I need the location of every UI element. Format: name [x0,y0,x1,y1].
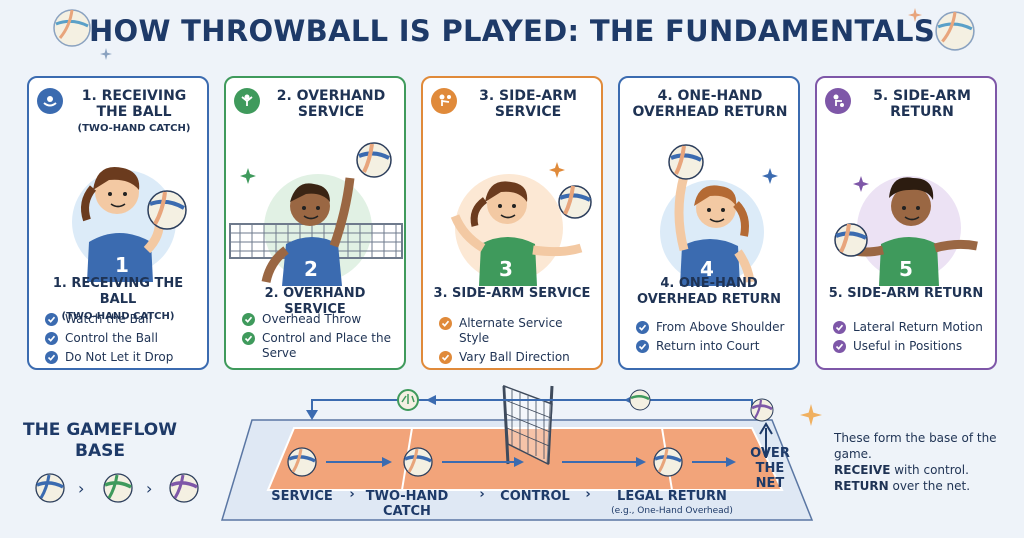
volleyball-icon [169,473,199,503]
arrow-head [726,457,736,467]
list-item: Lateral Return Motion [833,320,989,335]
check-icon [833,321,846,334]
list-item: Useful in Positions [833,339,989,354]
check-icon [439,351,452,364]
arrow-glyph: › [585,487,591,502]
hands-icon [37,88,63,114]
page-title: HOW THROWBALL IS PLAYED: THE FUNDAMENTAL… [88,14,936,48]
card-top-title: 3. SIDE-ARM SERVICE [479,88,577,120]
list-item: From Above Shoulder [636,320,792,335]
court-diagram [220,384,814,521]
arrow-head [306,410,318,420]
check-icon [636,321,649,334]
sparkle-icon [800,404,822,426]
card-top-title: 4. ONE-HAND OVERHEAD RETURN [632,88,788,120]
player-serving-illustration: 2 [229,142,403,286]
volleyball-icon [397,389,419,411]
gameflow-title: THE GAMEFLOW BASE [22,420,178,461]
volleyball-icon [35,473,65,503]
card-bottom-title: 5. SIDE-ARM RETURN [828,286,984,301]
card-bottom-title: 4. ONE-HAND OVERHEAD RETURN [637,276,781,307]
check-icon [833,340,846,353]
card-one-hand-return: 4. ONE-HAND OVERHEAD RETURN 4 4. ONE-HAN… [618,76,800,370]
check-icon [45,351,58,364]
volleyball-icon [653,447,683,477]
check-icon [242,313,255,326]
card-side-arm-service: 3. SIDE-ARM SERVICE 3 3. SIDE-ARM SERVIC… [421,76,603,370]
svg-text:5: 5 [899,257,913,281]
gameflow-ball-sequence: › › [35,473,199,503]
card-checklist: Watch the Ball Control the Ball Do Not L… [45,312,201,368]
volleyball-icon [935,11,975,51]
card-checklist: Lateral Return Motion Useful in Position… [833,320,989,358]
thrower-icon [234,88,260,114]
list-item: Do Not Let it Drop [45,350,201,365]
check-icon [439,317,452,330]
arrow-glyph: › [479,487,485,502]
card-checklist: Overhead Throw Control and Place the Ser… [242,312,398,365]
player-catching-illustration: 1 [72,166,187,282]
step-legal-return: LEGAL RETURN (e.g., One-Hand Overhead) [611,489,733,516]
side-note: These form the base of the game. RECEIVE… [834,431,997,493]
arrow-head [426,395,436,405]
player-overhead-return-illustration: 4 [660,144,778,286]
check-icon [242,332,255,345]
arrow-head [514,457,524,467]
volleyball-icon [53,9,91,47]
svg-text:2: 2 [304,257,318,281]
player-side-arm-return-illustration: 5 [834,176,978,286]
step-control: CONTROL [500,489,570,504]
arrow-glyph: › [349,487,355,502]
volleyball-icon [103,473,133,503]
list-item: Control the Ball [45,331,201,346]
arrow-head [759,422,773,435]
card-overhand-service: 2. OVERHAND SERVICE 2 2. OVERHAND SERVIC… [224,76,406,370]
list-item: Alternate Service Style [439,316,595,346]
card-bottom-title: 1. RECEIVING THE BALL (TWO-HAND CATCH) [52,276,184,322]
card-bottom-title: 2. OVERHAND SERVICE [264,286,366,317]
svg-text:3: 3 [499,257,513,281]
list-item: Return into Court [636,339,792,354]
sparkle-icon [100,48,112,60]
volleyball-icon [287,447,317,477]
thrower-icon [431,88,457,114]
check-icon [636,340,649,353]
list-item: Control and Place the Serve [242,331,398,361]
arrow-glyph: › [78,479,84,498]
card-top-title: 5. SIDE-ARM RETURN [873,88,971,120]
step-two-hand-catch: TWO-HAND CATCH [365,489,449,519]
volleyball-icon [629,389,651,411]
volleyball-icon [403,447,433,477]
list-item: Watch the Ball [45,312,201,327]
card-top-title: 2. OVERHAND SERVICE [276,88,386,120]
card-top-title: 1. RECEIVING THE BALL (TWO-HAND CATCH) [77,88,191,134]
thrower-icon [825,88,851,114]
check-icon [45,313,58,326]
step-service: SERVICE [271,489,333,504]
list-item: Overhead Throw [242,312,398,327]
list-item: Vary Ball Direction [439,350,595,365]
arrow-head [636,457,646,467]
volleyball-icon [750,398,774,422]
jersey-number: 1 [115,253,129,277]
svg-text:4: 4 [700,257,714,281]
check-icon [45,332,58,345]
sparkle-icon [908,8,922,22]
card-side-arm-return: 5. SIDE-ARM RETURN 5 5. SIDE-ARM RETURN … [815,76,997,370]
arrow-glyph: › [146,479,152,498]
card-checklist: Alternate Service Style Vary Ball Direct… [439,316,595,368]
card-receiving: 1. RECEIVING THE BALL (TWO-HAND CATCH) 1… [27,76,209,370]
card-checklist: From Above Shoulder Return into Court [636,320,792,358]
arrow-head [382,457,392,467]
step-over-the-net: OVER THE NET [750,446,790,491]
player-side-arm-illustration: 3 [450,162,592,286]
card-bottom-title: 3. SIDE-ARM SERVICE [433,286,591,301]
